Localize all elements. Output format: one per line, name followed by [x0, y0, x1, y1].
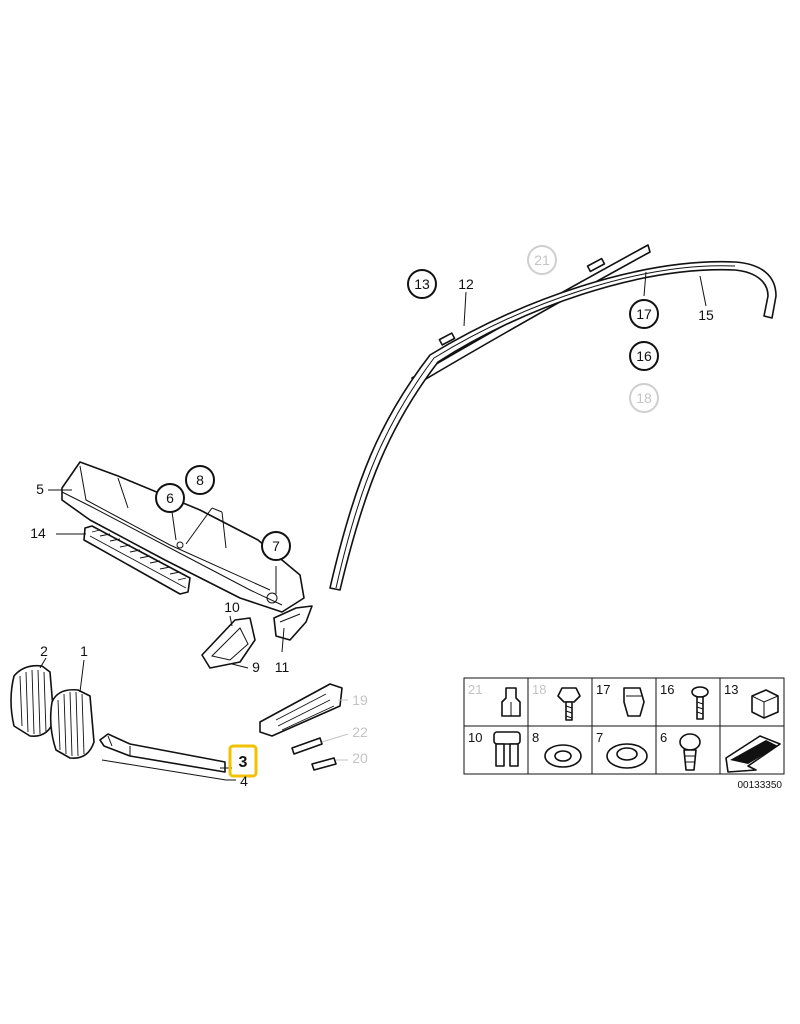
- callout-18: 18: [636, 390, 652, 406]
- callout-12: 12: [458, 276, 474, 292]
- kidney-grille-right: [49, 688, 95, 759]
- callout-17-circle: [629, 299, 659, 329]
- legend-label-10: 10: [468, 730, 482, 745]
- callout-4: 4: [240, 773, 248, 789]
- callout-8-circle: [185, 465, 215, 495]
- spring-nut-icon: [751, 689, 779, 719]
- callout-18-circle: [629, 383, 659, 413]
- callout-2: 2: [40, 643, 48, 659]
- legend-label-8: 8: [532, 730, 539, 745]
- legend-label-6: 6: [660, 730, 667, 745]
- hex-bolt-icon: [557, 687, 581, 721]
- fir-tree-clip-icon: [679, 733, 701, 771]
- washer-icon: [544, 744, 582, 768]
- callout-7-circle: [261, 531, 291, 561]
- legend-label-7: 7: [596, 730, 603, 745]
- callout-15: 15: [698, 307, 714, 323]
- callout-7: 7: [272, 538, 280, 554]
- callout-1: 1: [80, 643, 88, 659]
- callout-11: 11: [275, 659, 290, 675]
- legend-label-21: 21: [468, 682, 482, 697]
- legend-label-13: 13: [724, 682, 738, 697]
- torx-screw-icon: [691, 686, 709, 720]
- callout-5: 5: [36, 481, 44, 497]
- callout-9: 9: [252, 659, 260, 675]
- selected-callout-highlight: [228, 744, 258, 778]
- callout-21: 21: [534, 252, 550, 268]
- roof-trim-strip: [411, 244, 651, 387]
- cowl-grille: [83, 525, 191, 595]
- callout-13-circle: [407, 269, 437, 299]
- callout-6-circle: [155, 483, 185, 513]
- legend-label-18: 18: [532, 682, 546, 697]
- callout-20: 20: [352, 750, 368, 766]
- lower-trim-strip: [99, 733, 227, 781]
- clip-nut-icon: [623, 687, 645, 717]
- callout-22: 22: [352, 724, 368, 740]
- legend-label-17: 17: [596, 682, 610, 697]
- callout-19: 19: [352, 692, 368, 708]
- push-clip-icon: [493, 731, 521, 767]
- arrow-symbol-icon: [725, 735, 781, 773]
- callout-21-circle: [527, 245, 557, 275]
- callout-16: 16: [636, 348, 652, 364]
- callout-10: 10: [224, 599, 240, 615]
- leader-lines: [39, 271, 707, 781]
- expanding-rivet-icon: [501, 687, 521, 717]
- callout-13: 13: [414, 276, 430, 292]
- callout-17: 17: [636, 306, 652, 322]
- grommet-icon: [606, 743, 648, 769]
- legend-label-16: 16: [660, 682, 674, 697]
- cowl-panel: [61, 461, 305, 613]
- callout-8: 8: [196, 472, 204, 488]
- callout-16-circle: [629, 341, 659, 371]
- callout-6: 6: [166, 490, 174, 506]
- side-vent: [259, 683, 343, 771]
- callout-3[interactable]: 3: [239, 754, 248, 771]
- cowl-bracket: [201, 617, 256, 669]
- kidney-grille-left: [10, 664, 55, 737]
- callout-14: 14: [30, 525, 46, 541]
- diagram-code: 00133350: [738, 780, 783, 791]
